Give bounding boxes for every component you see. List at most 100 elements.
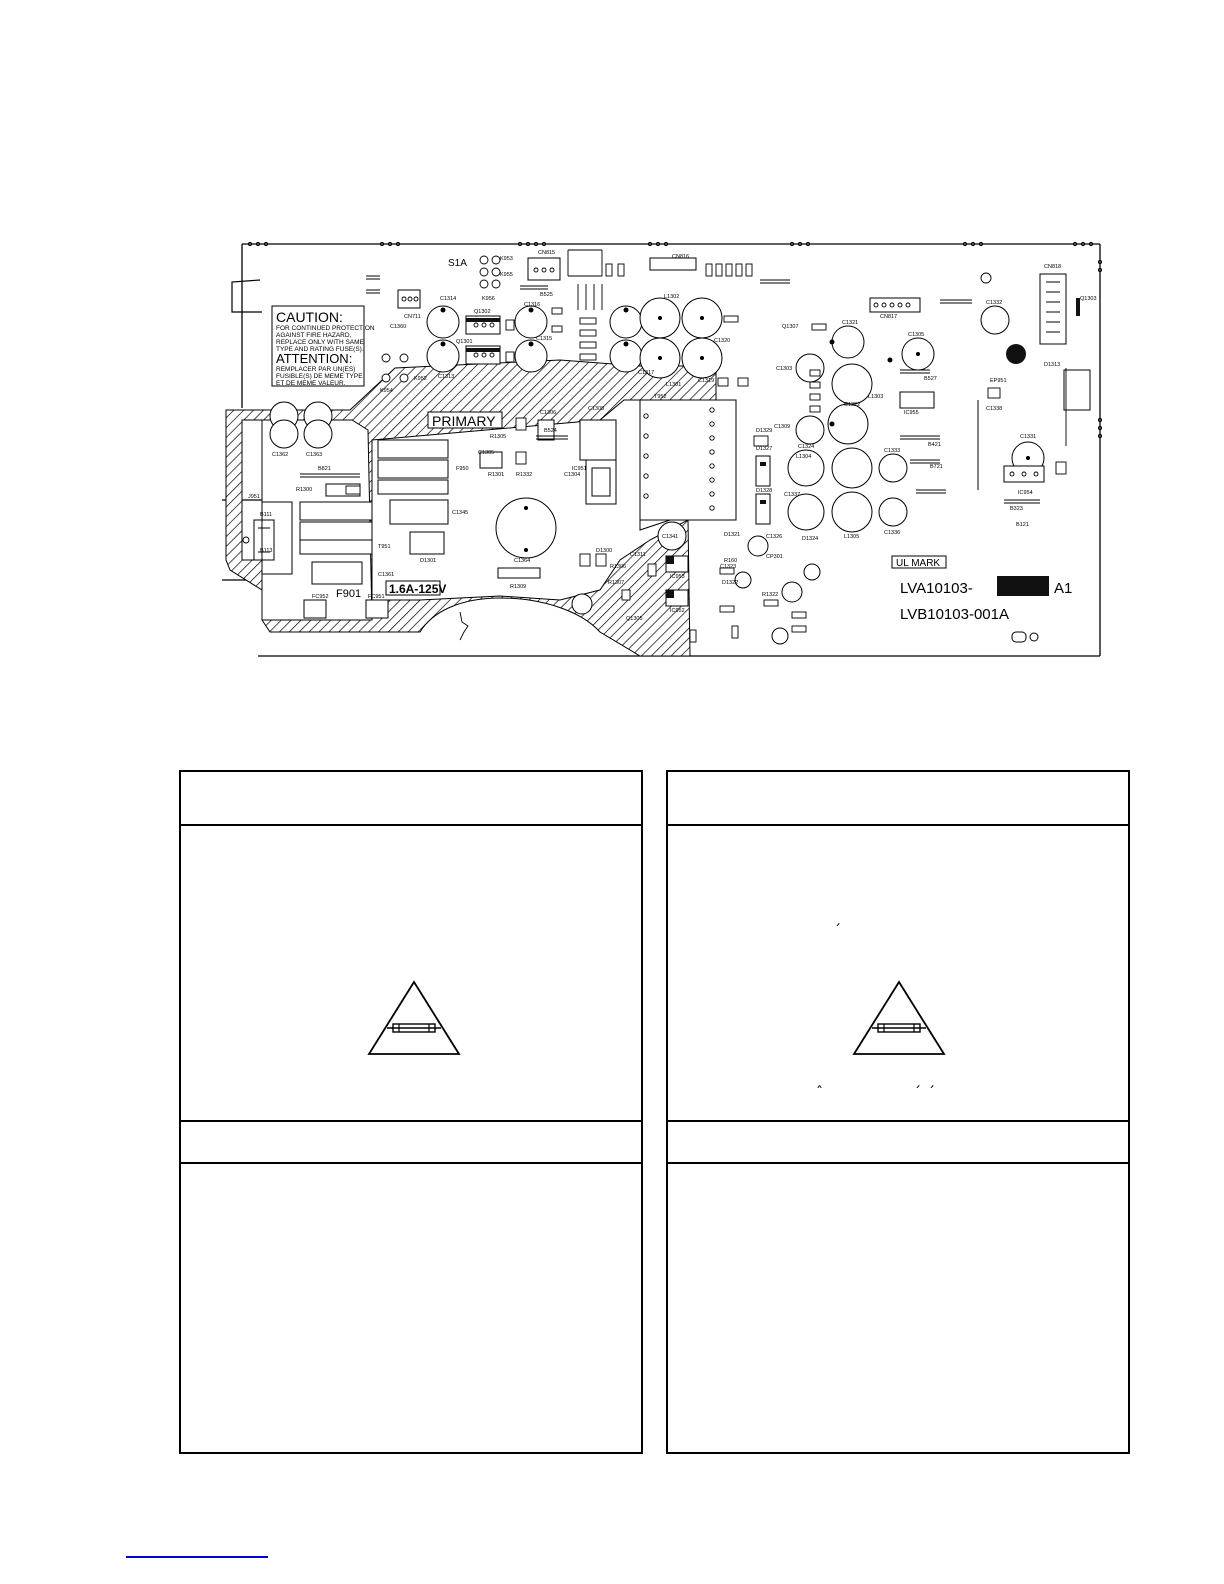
- fuse-component: [585, 459, 617, 505]
- svg-text:D1322: D1322: [722, 580, 738, 586]
- svg-text:B527: B527: [924, 376, 937, 382]
- svg-text:C1361: C1361: [378, 572, 394, 578]
- svg-text:FC952: FC952: [312, 594, 329, 600]
- fuse-warning-box-left: [179, 770, 643, 1454]
- svg-text:C1320: C1320: [714, 338, 730, 344]
- svg-text:C1360: C1360: [390, 324, 406, 330]
- film-capacitor-marks: [300, 275, 1060, 504]
- svg-text:K953: K953: [500, 256, 513, 262]
- svg-text:CN817: CN817: [880, 314, 897, 320]
- svg-text:D1328: D1328: [756, 488, 772, 494]
- svg-text:EP951: EP951: [990, 378, 1007, 384]
- svg-text:B323: B323: [1010, 506, 1023, 512]
- svg-text:REMPLACER PAR UN(ES): REMPLACER PAR UN(ES): [276, 366, 355, 373]
- svg-text:TYPE AND RATING FUSE(S).: TYPE AND RATING FUSE(S).: [276, 346, 364, 353]
- svg-text:Q1303: Q1303: [1080, 296, 1097, 302]
- svg-text:IC952: IC952: [670, 608, 685, 614]
- svg-text:C1326: C1326: [766, 534, 782, 540]
- svg-text:R1306: R1306: [610, 564, 626, 570]
- svg-text:L1303: L1303: [868, 394, 883, 400]
- svg-text:C1316: C1316: [524, 302, 540, 308]
- j951-connector: [253, 519, 275, 561]
- svg-text:T951: T951: [378, 544, 391, 550]
- svg-text:R1332: R1332: [516, 472, 532, 478]
- svg-text:R1301: R1301: [488, 472, 504, 478]
- svg-text:L1304: L1304: [796, 454, 811, 460]
- svg-text:B721: B721: [930, 464, 943, 470]
- fuse-warning-triangle-icon: [367, 980, 461, 1055]
- svg-text:C1309: C1309: [774, 424, 790, 430]
- svg-text:D1327: D1327: [756, 446, 772, 452]
- svg-text:L1301: L1301: [666, 382, 681, 388]
- caution-heading: CAUTION:: [276, 309, 343, 325]
- svg-text:R1309: R1309: [510, 584, 526, 590]
- svg-text:C1304: C1304: [564, 472, 580, 478]
- svg-text:D1321: D1321: [724, 532, 740, 538]
- svg-text:R1300: R1300: [296, 487, 312, 493]
- svg-text:Q1305: Q1305: [626, 616, 643, 622]
- svg-text:B525: B525: [540, 292, 553, 298]
- svg-text:FUSIBLE(S) DE MEME TYPE: FUSIBLE(S) DE MEME TYPE: [276, 373, 363, 380]
- svg-text:Q1301: Q1301: [456, 339, 473, 345]
- svg-text:L1305: L1305: [844, 534, 859, 540]
- reference-designators: C1362 C1363 R1300 J951 B111 B113 FC952 F…: [248, 250, 1097, 622]
- ul-mark: UL MARK: [896, 558, 940, 569]
- svg-text:D1329: D1329: [756, 428, 772, 434]
- svg-text:R160: R160: [724, 558, 737, 564]
- mid-separator-top: [668, 1120, 1128, 1122]
- svg-text:C1322: C1322: [844, 402, 860, 408]
- small-parts: [345, 263, 1067, 643]
- edge-perforations: [247, 241, 1103, 439]
- part-number-b: LVB10103-001A: [900, 606, 1009, 623]
- fuse-rating-label: 1.6A-125V F901: [336, 580, 446, 600]
- accent-mark: ˊ: [914, 1085, 921, 1101]
- svg-text:C1337: C1337: [784, 492, 800, 498]
- svg-text:CN816: CN816: [672, 254, 689, 260]
- svg-text:C1315: C1315: [536, 336, 552, 342]
- svg-text:C1321: C1321: [842, 320, 858, 326]
- svg-text:B421: B421: [928, 442, 941, 448]
- accent-mark: ˊ: [928, 1085, 935, 1101]
- mid-separator-top: [181, 1120, 641, 1122]
- fuse-warning-box-right: ˊ ˆ ˊ ˊ: [666, 770, 1130, 1454]
- svg-text:C1341: C1341: [662, 534, 678, 540]
- svg-text:Q1307: Q1307: [782, 324, 799, 330]
- svg-text:CP301: CP301: [766, 554, 783, 560]
- svg-text:D1313: D1313: [1044, 362, 1060, 368]
- svg-text:D1301: D1301: [420, 558, 436, 564]
- svg-text:C1345: C1345: [452, 510, 468, 516]
- svg-text:REPLACE ONLY WITH SAME: REPLACE ONLY WITH SAME: [276, 339, 365, 346]
- mid-separator-bottom: [668, 1162, 1128, 1164]
- svg-text:1.6A-125V: 1.6A-125V: [389, 582, 446, 596]
- svg-text:R1307: R1307: [608, 580, 624, 586]
- chip-parts: [466, 298, 1080, 598]
- pcb-silkscreen-diagram: CAUTION: FOR CONTINUED PROTECTION AGAINS…: [222, 241, 1103, 657]
- svg-text:C1319: C1319: [698, 378, 714, 384]
- caution-label: CAUTION: FOR CONTINUED PROTECTION AGAINS…: [271, 305, 375, 387]
- b4951-lead: [231, 279, 262, 313]
- mid-separator-bottom: [181, 1162, 641, 1164]
- svg-text:C1308: C1308: [588, 406, 604, 412]
- svg-text:C1324: C1324: [798, 444, 814, 450]
- svg-text:C1305: C1305: [908, 332, 924, 338]
- svg-text:PRIMARY: PRIMARY: [432, 413, 496, 429]
- svg-text:B524: B524: [544, 428, 557, 434]
- ul-mark-block: UL MARK LVA10103- A1 LVB10103-001A: [891, 555, 1072, 643]
- primary-label: PRIMARY: [427, 411, 503, 429]
- svg-text:B111: B111: [260, 512, 272, 518]
- svg-text:B113: B113: [260, 548, 272, 554]
- svg-text:R1322: R1322: [762, 592, 778, 598]
- part-number-a-suffix: A1: [1054, 580, 1072, 597]
- svg-text:AGAINST FIRE HAZARD,: AGAINST FIRE HAZARD,: [276, 332, 352, 339]
- svg-text:FC951: FC951: [368, 594, 385, 600]
- svg-text:CN818: CN818: [1044, 264, 1061, 270]
- svg-text:Q1302: Q1302: [474, 309, 491, 315]
- svg-text:C1311: C1311: [630, 552, 646, 558]
- svg-text:C1338: C1338: [986, 406, 1002, 412]
- footer-link-underline[interactable]: [126, 1556, 268, 1558]
- svg-text:C1331: C1331: [1020, 434, 1036, 440]
- svg-text:D1300: D1300: [596, 548, 612, 554]
- svg-text:K956: K956: [482, 296, 495, 302]
- svg-text:D1324: D1324: [802, 536, 818, 542]
- svg-text:K954: K954: [380, 388, 393, 394]
